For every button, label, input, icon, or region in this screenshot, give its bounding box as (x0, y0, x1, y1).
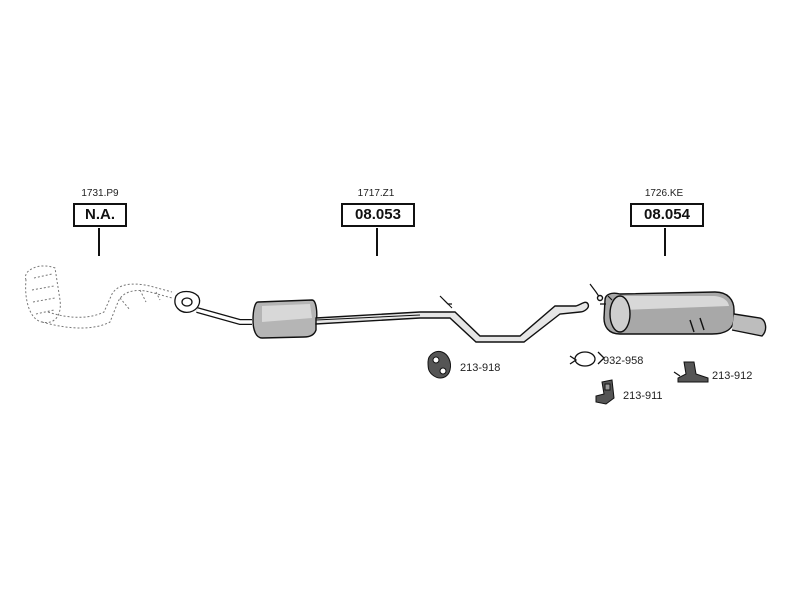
part-code-08053[interactable]: 08.053 (341, 203, 415, 227)
leader-line-2 (376, 228, 378, 256)
group-ref-1726: 1726.KE (644, 188, 684, 199)
part-code-na[interactable]: N.A. (73, 203, 127, 227)
part-number-213-911[interactable]: 213-911 (623, 390, 663, 402)
rubber-ring-213-918 (427, 351, 451, 379)
mounting-213-912 (673, 361, 709, 383)
mounting-213-911 (595, 379, 615, 405)
middle-silencer-pipe (196, 295, 590, 343)
part-number-213-912[interactable]: 213-912 (712, 370, 753, 382)
part-code-08054[interactable]: 08.054 (630, 203, 704, 227)
leader-line-3 (664, 228, 666, 256)
part-number-213-918[interactable]: 213-918 (460, 362, 501, 374)
group-ref-1731: 1731.P9 (81, 188, 119, 199)
front-flange (174, 290, 201, 313)
part-number-932-958[interactable]: 932-958 (603, 355, 644, 367)
catalytic-converter-outline (24, 265, 173, 329)
group-ref-1717: 1717.Z1 (357, 188, 395, 199)
rear-silencer (589, 283, 767, 337)
leader-line-1 (98, 228, 100, 256)
clamp-932-958 (569, 351, 605, 367)
